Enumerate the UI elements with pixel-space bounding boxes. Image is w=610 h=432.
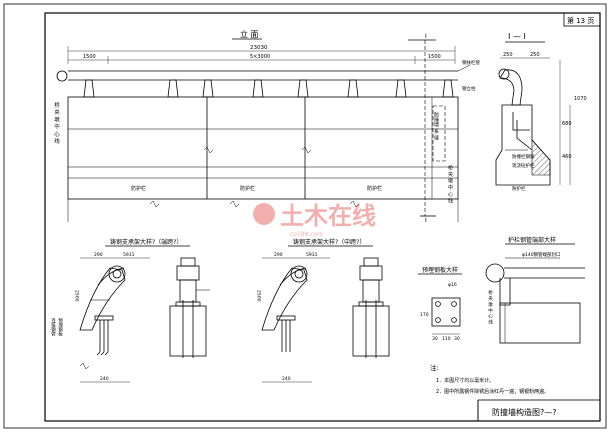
anchor-plate xyxy=(431,297,461,327)
right-vertical-label: 桥 央 墩 中 心 线 xyxy=(447,164,453,203)
inner-frame xyxy=(44,12,601,422)
outer-frame xyxy=(3,3,607,429)
anchor-dim-3: 110 xyxy=(442,336,451,342)
end-dim-4: 240 xyxy=(100,376,109,382)
detail-mid-title: 铸钢支承架大样?（中跨?） xyxy=(293,238,365,246)
panel-label-3: 防护栏 xyxy=(367,185,382,192)
anchor-dim-1: φ16 xyxy=(448,282,457,288)
elevation-total-dim: 23030 xyxy=(250,45,268,51)
section-post xyxy=(499,69,523,106)
panel-label-2: 防护栏 xyxy=(240,185,255,192)
section-view: I — I 250 250 防撞栏钢筋 现浇砼护栏 防护栏 1070 680 4… xyxy=(495,32,587,192)
rail-label-2: 钢立柱 xyxy=(462,85,476,92)
detail-pipe-title: 护栏钢管端部大样 xyxy=(508,236,556,244)
rail-label-1: 钢扶栏管 xyxy=(462,59,480,66)
panel-label-1: 防护栏 xyxy=(131,185,146,192)
support-front-mid xyxy=(352,257,390,358)
anchor-dim-5: 170 xyxy=(420,312,429,318)
section-dim-side-2: 680 xyxy=(562,121,572,127)
pipe-wall-block xyxy=(499,302,581,344)
detail-anchor-title: 预埋钢板大样 xyxy=(422,266,458,274)
section-mark-bottom: I xyxy=(425,217,427,224)
detail-pipe-end: 护栏钢管端部大样 φ140钢管端部封口 桥 央 墩 中 心 线 xyxy=(485,236,585,344)
section-dim-side-1: 1070 xyxy=(574,96,587,102)
support-front-end xyxy=(169,257,210,358)
detail-anchor-plate: 预埋钢板大样 φ16 30 110 30 170 xyxy=(418,266,462,342)
section-dim-top-1: 250 xyxy=(503,52,513,58)
watermark-sub: co188.com xyxy=(290,231,323,238)
section-label-1: 防撞栏钢筋 xyxy=(512,153,535,160)
sheet-number-box: 第 13 页 xyxy=(563,12,601,27)
end-dim-1: 290 xyxy=(94,252,103,258)
section-label-2: 现浇砼护栏 xyxy=(512,162,535,169)
anchor-dim-4: 30 xyxy=(454,336,460,342)
section-mark-top: I xyxy=(425,33,427,40)
notes: 注: 1．本图尺寸均以毫米计。 2．图中所露钢件除锈后涂红丹一遍，钢银粉两遍。 xyxy=(430,363,549,395)
rail-posts xyxy=(83,79,454,98)
sheet-number: 第 13 页 xyxy=(567,16,594,25)
section-dim-top-2: 250 xyxy=(530,52,540,58)
section-wall xyxy=(495,104,551,186)
end-dim-3: 2500 xyxy=(74,290,80,302)
detail-mid-span: 铸钢支承架大样?（中跨?） 290 5931 2500 240 xyxy=(256,238,373,383)
right-dashed-box xyxy=(432,105,446,162)
section-dim-side-3: 460 xyxy=(562,154,572,160)
detail-end-title: 铸钢支承架大样?（端跨?） xyxy=(110,238,182,246)
mid-dim-3: 2500 xyxy=(256,290,262,302)
note-1: 1．本图尺寸均以毫米计。 xyxy=(436,377,494,384)
pipe-vertical-label: 桥 央 墩 中 心 线 xyxy=(488,289,493,325)
detail-label-left-1: 连接钢管 xyxy=(51,317,56,338)
elevation-dim-mid: 5×3000 xyxy=(250,54,270,60)
drawing-title: 防撞墙构造图?—? xyxy=(492,407,557,417)
pipe-label: φ140钢管端部封口 xyxy=(522,251,561,258)
right-boxed-label: 防撞墙 系 缝 xyxy=(433,111,439,141)
elevation-dim-right: 1500 xyxy=(428,54,441,60)
elevation-view: 立 面 23030 1500 5×3000 1500 I I xyxy=(53,29,480,224)
mid-dim-2: 5931 xyxy=(306,252,318,258)
note-2: 2．图中所露钢件除锈后涂红丹一遍，钢银粉两遍。 xyxy=(436,388,549,395)
watermark-text: 土木在线 xyxy=(280,202,376,230)
notes-heading: 注: xyxy=(430,363,439,372)
detail-end-span: 铸钢支承架大样?（端跨?） 290 5931 2500 连接钢管 预埋钢板 24… xyxy=(51,238,190,383)
elevation-dim-left: 1500 xyxy=(83,54,96,60)
elevation-title: 立 面 xyxy=(240,29,259,39)
parapet-wall xyxy=(67,96,459,200)
title-block: 防撞墙构造图?—? xyxy=(477,399,601,422)
rail-end-cap xyxy=(56,70,68,82)
left-vertical-label: 桥 央 墩 中 心 线 xyxy=(53,101,60,144)
section-label-3: 防护栏 xyxy=(512,185,526,192)
detail-label-left-2: 预埋钢板 xyxy=(58,317,63,338)
anchor-dim-2: 30 xyxy=(432,336,438,342)
section-title: I — I xyxy=(508,32,526,41)
watermark: 土木在线 co188.com xyxy=(253,202,376,238)
mid-dim-4: 240 xyxy=(282,376,291,382)
end-dim-2: 5931 xyxy=(123,252,135,258)
mid-dim-1: 290 xyxy=(274,252,283,258)
